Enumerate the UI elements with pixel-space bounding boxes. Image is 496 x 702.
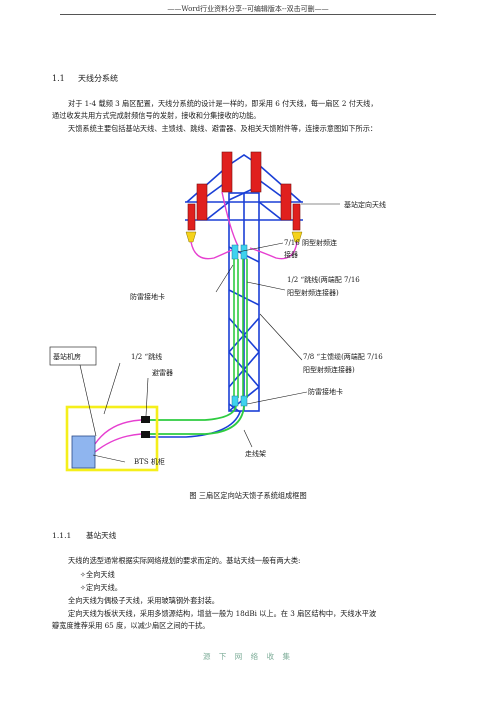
body-line-2: 全向天线为偶极子天线，采用玻璃钢外套封装。 bbox=[68, 596, 219, 605]
label-sector-antenna: 基站定向天线 bbox=[344, 201, 386, 209]
bullet-omni-antenna: ✧全向天线 bbox=[80, 570, 115, 579]
bullet-directional-antenna: ✧定向天线。 bbox=[80, 583, 122, 592]
antenna-icon bbox=[250, 151, 262, 193]
section-number: 1.1 bbox=[52, 74, 65, 83]
page-header: ——Word行业资料分享--可编辑版本--双击可删—— bbox=[167, 5, 329, 13]
antennas bbox=[187, 151, 301, 231]
label-cable-tray: 走线架 bbox=[245, 450, 266, 458]
subsection-title: 基站天线 bbox=[86, 531, 117, 540]
label-jumper-half-line1: 1/2 “跳线(两端配 7/16 bbox=[287, 276, 360, 284]
label-ground-clamp-left: 防雷接地卡 bbox=[130, 293, 165, 301]
bts-room-outline bbox=[65, 405, 159, 472]
label-main-feeder-line2: 阳型射频连接器) bbox=[303, 366, 355, 374]
label-jumper-half-room: 1/2 “跳线 bbox=[131, 353, 163, 361]
figure-caption: 图 三扇区定向站天馈子系统组成框图 bbox=[189, 491, 307, 500]
leader-lines bbox=[79, 203, 340, 463]
cable-tray bbox=[150, 403, 241, 438]
intro-line-1: 对于 1-4 载频 3 扇区配置，天线分系统的设计是一样的，即采用 6 付天线，… bbox=[68, 99, 378, 108]
subsection-number: 1.1.1 bbox=[52, 531, 72, 540]
label-connector-716-line1: 7/16 阴型射频连 bbox=[284, 239, 337, 247]
antenna-icon bbox=[187, 203, 196, 231]
body-line-4: 瓣宽度推荐采用 65 度，以减少扇区之间的干扰。 bbox=[52, 621, 210, 630]
header-rule bbox=[60, 14, 436, 15]
label-connector-716-line2: 接器 bbox=[284, 251, 298, 259]
section-title: 天线分系统 bbox=[78, 74, 118, 83]
bottom-connectors bbox=[231, 395, 248, 407]
label-ground-clamp-right: 防雷接地卡 bbox=[308, 388, 343, 396]
main-feeders bbox=[233, 259, 248, 398]
intro-line-3: 天馈系统主要包括基站天线、主馈线、跳线、避雷器、及相关天馈附件等，连接示意图如下… bbox=[68, 124, 378, 133]
antenna-icon bbox=[280, 183, 292, 221]
body-line-1: 天线的选型通常根据实际网络规划的要求而定的。基站天线一般有两大类: bbox=[68, 556, 301, 565]
label-jumper-half-line2: 阳型射频连接器) bbox=[287, 289, 339, 297]
label-main-feeder-line1: 7/8 “主馈缆(两端配 7/16 bbox=[303, 353, 383, 361]
bts-cabinet bbox=[71, 435, 96, 469]
room-jumpers bbox=[94, 419, 142, 453]
antenna-jumpers bbox=[190, 191, 298, 260]
subsection-heading: 1.1.1 基站天线 bbox=[52, 530, 116, 541]
label-bts-cabinet: BTS 机柜 bbox=[134, 458, 165, 466]
label-bts-room: 基站机房 bbox=[53, 353, 81, 361]
antenna-icon bbox=[292, 203, 301, 231]
lightning-arresters bbox=[141, 416, 150, 438]
antenna-icon bbox=[196, 183, 208, 221]
intro-line-2: 通过收发共用方式完成射频信号的发射，接收和分集接收的功能。 bbox=[52, 111, 261, 120]
bts-room-box bbox=[49, 346, 97, 366]
antenna-icon bbox=[221, 151, 233, 193]
section-heading: 1.1 天线分系统 bbox=[52, 73, 118, 84]
label-arrester: 避雷器 bbox=[152, 369, 173, 377]
body-line-3: 定向天线为板状天线，采用多馈源结构，增益一般为 18dBi 以上。在 3 扇区结… bbox=[68, 609, 377, 618]
page-footer: 源 下 网 络 收 集 bbox=[203, 652, 293, 661]
